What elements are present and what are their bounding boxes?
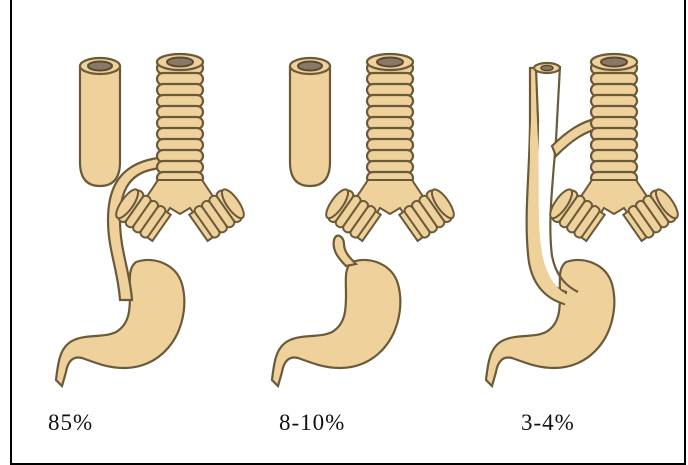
- esophagus-pouch-icon: [80, 58, 120, 186]
- panel-proximal-atresia-distal-fistula: [56, 54, 248, 386]
- percentage-label-2: 3-4%: [521, 410, 575, 436]
- percentage-label-1: 8-10%: [279, 410, 345, 436]
- percentage-label-0: 85%: [48, 410, 93, 436]
- panel-isolated-atresia: [272, 54, 458, 386]
- trachea-icon: [322, 54, 458, 243]
- trachea-icon: [546, 54, 682, 243]
- stomach-icon: [272, 236, 400, 386]
- panel-h-type-fistula: [486, 54, 682, 386]
- esophagus-pouch-icon: [290, 58, 330, 186]
- trachea-icon: [112, 54, 248, 243]
